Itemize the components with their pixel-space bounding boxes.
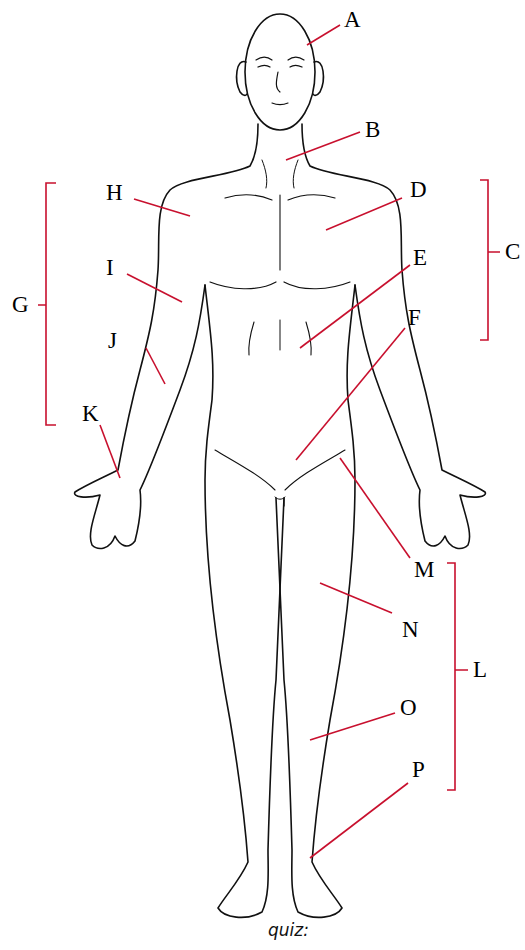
part-letter: G [12, 293, 29, 316]
part-letter: A [344, 8, 361, 31]
part-letter: O [400, 696, 417, 719]
leader-lines [100, 25, 410, 858]
part-letter: J [108, 329, 117, 352]
part-letter: N [402, 618, 419, 641]
part-letter: B [365, 118, 380, 141]
handwritten-note: quiz: [268, 922, 309, 939]
part-letter: F [408, 306, 421, 329]
part-letter: L [473, 658, 487, 681]
part-letter: E [413, 246, 427, 269]
part-letter: C [505, 240, 520, 263]
body-outline [75, 14, 486, 917]
brackets [38, 180, 500, 790]
part-letter: D [410, 178, 427, 201]
part-letter: M [414, 558, 434, 581]
part-letter: P [412, 758, 425, 781]
part-letter: I [106, 256, 114, 279]
part-letter: H [106, 181, 123, 204]
part-letter: K [82, 402, 99, 425]
